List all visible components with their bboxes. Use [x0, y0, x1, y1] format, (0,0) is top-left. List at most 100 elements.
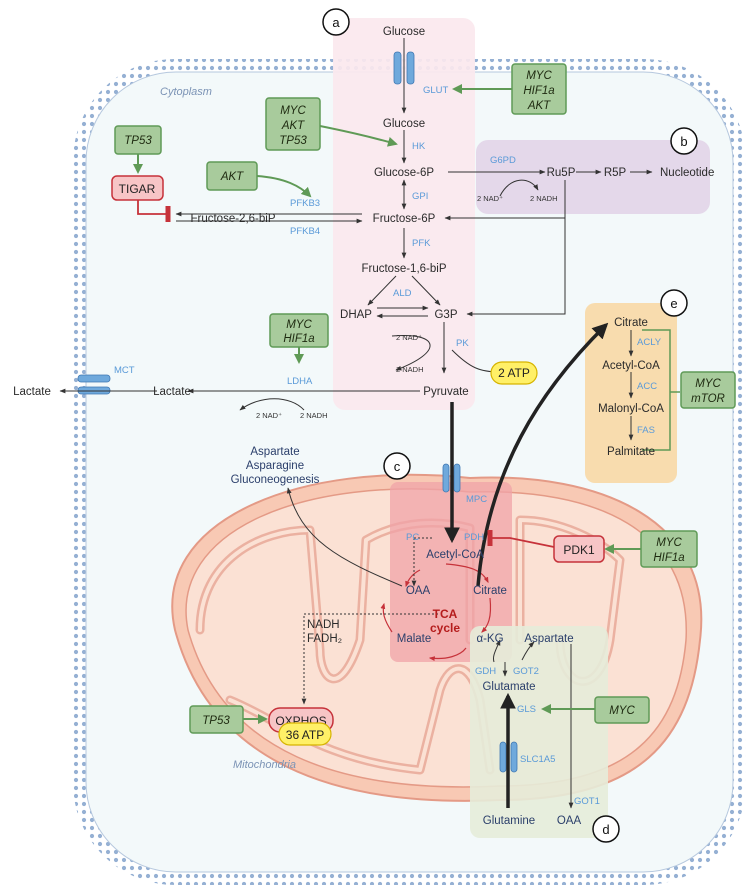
mpc-transporter	[442, 463, 461, 493]
tca-label-1: TCA	[433, 607, 458, 621]
regulator-lipid: MYC mTOR	[680, 371, 736, 409]
enzyme-g6pd: G6PD	[490, 155, 516, 166]
palmitate: Palmitate	[607, 446, 655, 458]
enzyme-pfkb3: PFKB3	[290, 198, 320, 209]
lactate-inside: Lactate	[153, 386, 191, 398]
enzyme-ald: ALD	[393, 288, 412, 299]
enzyme-gdh: GDH	[475, 666, 496, 677]
svg-text:MYC: MYC	[280, 105, 306, 117]
alpha-kg: α-KG	[476, 633, 503, 645]
svg-text:2 ATP: 2 ATP	[498, 366, 530, 380]
enzyme-slc1a5: SLC1A5	[520, 754, 555, 765]
enzyme-fas: FAS	[637, 425, 655, 436]
glycolysis-panel	[333, 18, 475, 410]
regulator-ldha: MYC HIF1a	[269, 313, 329, 348]
citrate-cytoplasm: Citrate	[614, 317, 648, 329]
glutamine: Glutamine	[483, 815, 535, 827]
ppp-nad: 2 NAD⁺	[477, 194, 503, 203]
regulator-tp53-oxphos: TP53	[189, 705, 244, 734]
svg-text:HIF1a: HIF1a	[283, 333, 314, 345]
oaa-glutamine-panel: OAA	[557, 815, 582, 827]
svg-text:PDK1: PDK1	[563, 543, 595, 557]
ru5p: Ru5P	[547, 167, 576, 179]
tca-arrows	[380, 563, 492, 661]
malonyl-coa: Malonyl-CoA	[598, 403, 664, 415]
tca-label-2: cycle	[430, 621, 460, 635]
enzyme-hk: HK	[412, 141, 426, 152]
panel-b-marker: b	[670, 127, 698, 155]
lactate-outside: Lactate	[13, 386, 51, 398]
pk-nad: 2 NAD⁺	[396, 333, 422, 342]
svg-text:mTOR: mTOR	[691, 393, 725, 405]
fadh2: FADH₂	[307, 633, 342, 645]
enzyme-labels: GLUT HK GPI G6PD PFKB3 PFKB4 PFK ALD PK …	[114, 85, 662, 807]
enzyme-got2: GOT2	[513, 666, 539, 677]
aspartate-out: Aspartate	[250, 446, 299, 458]
bold-arrows	[444, 322, 609, 808]
atp-2-badge: 2 ATP	[490, 361, 538, 385]
asparagine: Asparagine	[246, 460, 304, 472]
regulator-gls: MYC	[594, 696, 650, 724]
acetyl-coa-cytoplasm: Acetyl-CoA	[602, 360, 660, 372]
svg-text:AKT: AKT	[527, 100, 551, 112]
mito-black-arrows	[286, 487, 574, 809]
nadh: NADH	[307, 619, 340, 631]
regulator-arrows	[133, 84, 680, 724]
enzyme-acc: ACC	[637, 381, 657, 392]
glutamate: Glutamate	[482, 681, 535, 693]
svg-text:MYC: MYC	[286, 319, 312, 331]
slc1a5-transporter	[499, 741, 518, 773]
svg-text:HIF1a: HIF1a	[523, 85, 554, 97]
svg-text:AKT: AKT	[220, 171, 244, 183]
ldha-nad: 2 NAD⁺	[256, 411, 282, 420]
g3p: G3P	[434, 309, 457, 321]
r5p: R5P	[604, 167, 627, 179]
tigar-badge: TIGAR	[111, 175, 164, 201]
mitochondria-label: Mitochondria	[233, 759, 296, 771]
panel-d-marker: d	[592, 815, 620, 843]
pentose-phosphate-panel	[476, 140, 710, 214]
regulator-hk: MYC AKT TP53	[265, 97, 321, 151]
cofactor-labels: 2 NAD⁺ 2 NADH 2 NAD⁺ 2 NADH 2 NAD⁺ 2 NAD…	[256, 194, 558, 420]
enzyme-got1: GOT1	[574, 796, 600, 807]
pk-nadh: 2 NADH	[396, 365, 424, 374]
svg-text:MYC: MYC	[695, 378, 721, 390]
svg-text:a: a	[332, 15, 340, 30]
glut-transporter	[393, 51, 415, 85]
enzyme-mpc: MPC	[466, 494, 487, 505]
enzyme-pdh: PDH	[464, 532, 484, 543]
nucleotide: Nucleotide	[660, 167, 714, 179]
enzyme-glut: GLUT	[423, 85, 449, 96]
regulator-akt-pfkb3: AKT	[206, 161, 258, 191]
svg-text:TP53: TP53	[279, 135, 307, 147]
enzyme-pfkb4: PFKB4	[290, 226, 320, 237]
svg-text:MYC: MYC	[609, 705, 635, 717]
regulator-glut: MYC HIF1a AKT	[511, 63, 567, 115]
cytoplasm-label: Cytoplasm	[160, 86, 212, 98]
regulator-pdk1: MYC HIF1a	[640, 530, 698, 568]
citrate-mito: Citrate	[473, 585, 507, 597]
svg-text:MYC: MYC	[526, 70, 552, 82]
enzyme-mct: MCT	[114, 365, 135, 376]
enzyme-ldha: LDHA	[287, 376, 313, 387]
ppp-nadh: 2 NADH	[530, 194, 558, 203]
pyruvate: Pyruvate	[423, 386, 468, 398]
glucose-outside: Glucose	[383, 26, 425, 38]
fructose-26-bip: Fructose-2,6-biP	[190, 213, 275, 225]
panel-c-marker: c	[383, 452, 411, 480]
metabolite-labels: Glucose Glucose Glucose-6P Fructose-6P F…	[13, 26, 714, 827]
svg-text:HIF1a: HIF1a	[653, 552, 684, 564]
tca-panel	[390, 482, 512, 662]
glucose-inside: Glucose	[383, 118, 425, 130]
svg-text:MYC: MYC	[656, 537, 682, 549]
svg-text:TP53: TP53	[202, 715, 230, 727]
svg-text:AKT: AKT	[281, 120, 305, 132]
malate: Malate	[397, 633, 432, 645]
atp-36-badge: 36 ATP	[278, 722, 332, 746]
svg-text:e: e	[670, 296, 677, 311]
glucose-6p: Glucose-6P	[374, 167, 434, 179]
panel-e-marker: e	[660, 289, 688, 317]
enzyme-gls: GLS	[517, 704, 536, 715]
inhibition-lines	[137, 200, 555, 548]
